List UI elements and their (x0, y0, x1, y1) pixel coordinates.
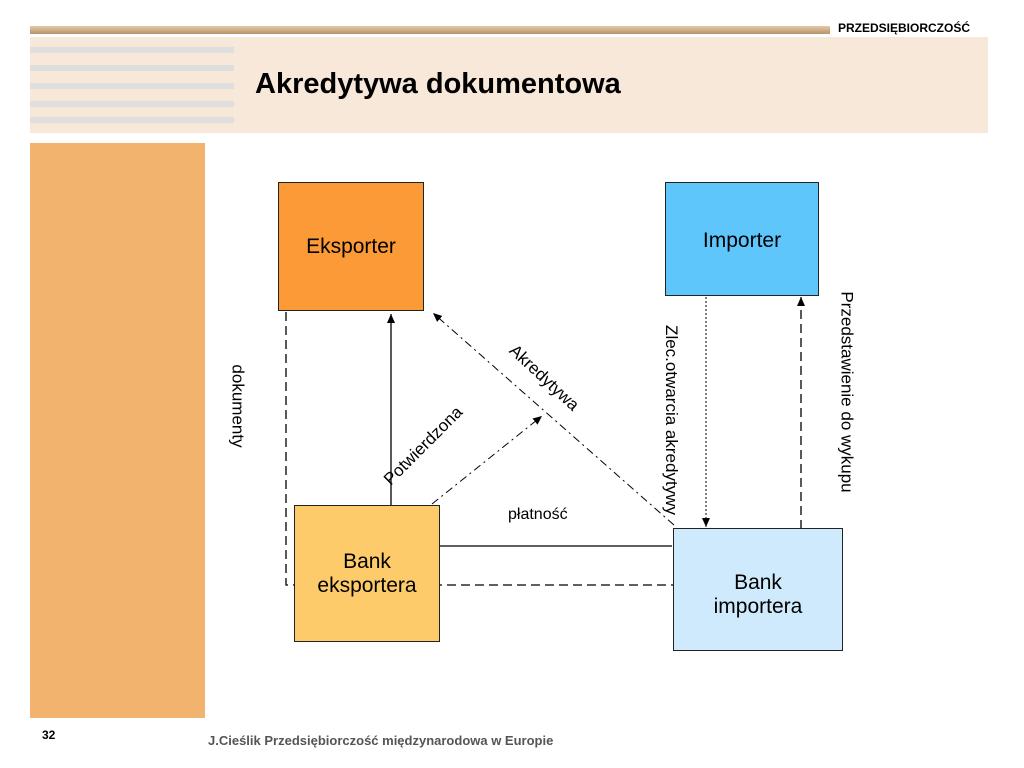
page-title: Akredytywa dokumentowa (255, 68, 621, 100)
node-bank-importera: Bank importera (673, 528, 843, 651)
node-label: Eksporter (306, 235, 396, 258)
decorative-stripe (30, 65, 234, 71)
side-panel (30, 143, 205, 718)
node-importer: Importer (665, 182, 819, 296)
label-platnosc: płatność (508, 506, 568, 523)
node-label: Bank importera (713, 571, 803, 618)
brand-label: PRZEDSIĘBIORCZOŚĆ (838, 21, 971, 35)
node-label: Importer (702, 229, 782, 252)
label-zlecenie: Zlec.otwarcia akredytywy (661, 325, 681, 515)
decorative-stripe (30, 47, 234, 53)
title-band (30, 37, 988, 133)
node-eksporter: Eksporter (278, 182, 424, 311)
decorative-stripe (30, 83, 234, 89)
dokumenty-arrow (285, 312, 792, 589)
potwierdzona-dashdot-arrow (431, 415, 543, 505)
label-przedstawienie: Przedstawienie do wykupu (837, 291, 857, 493)
akredytywa-arrow (432, 312, 675, 526)
node-bank-eksportera: Bank eksportera (294, 505, 440, 642)
header-rule (30, 26, 830, 34)
decorative-stripe (30, 101, 234, 107)
node-label: Bank eksportera (317, 550, 417, 597)
footer-text: J.Cieślik Przedsiębiorczość międzynarodo… (208, 733, 554, 748)
page-number: 32 (42, 728, 56, 742)
label-dokumenty: dokumenty (228, 364, 248, 448)
decorative-stripe (30, 117, 234, 123)
